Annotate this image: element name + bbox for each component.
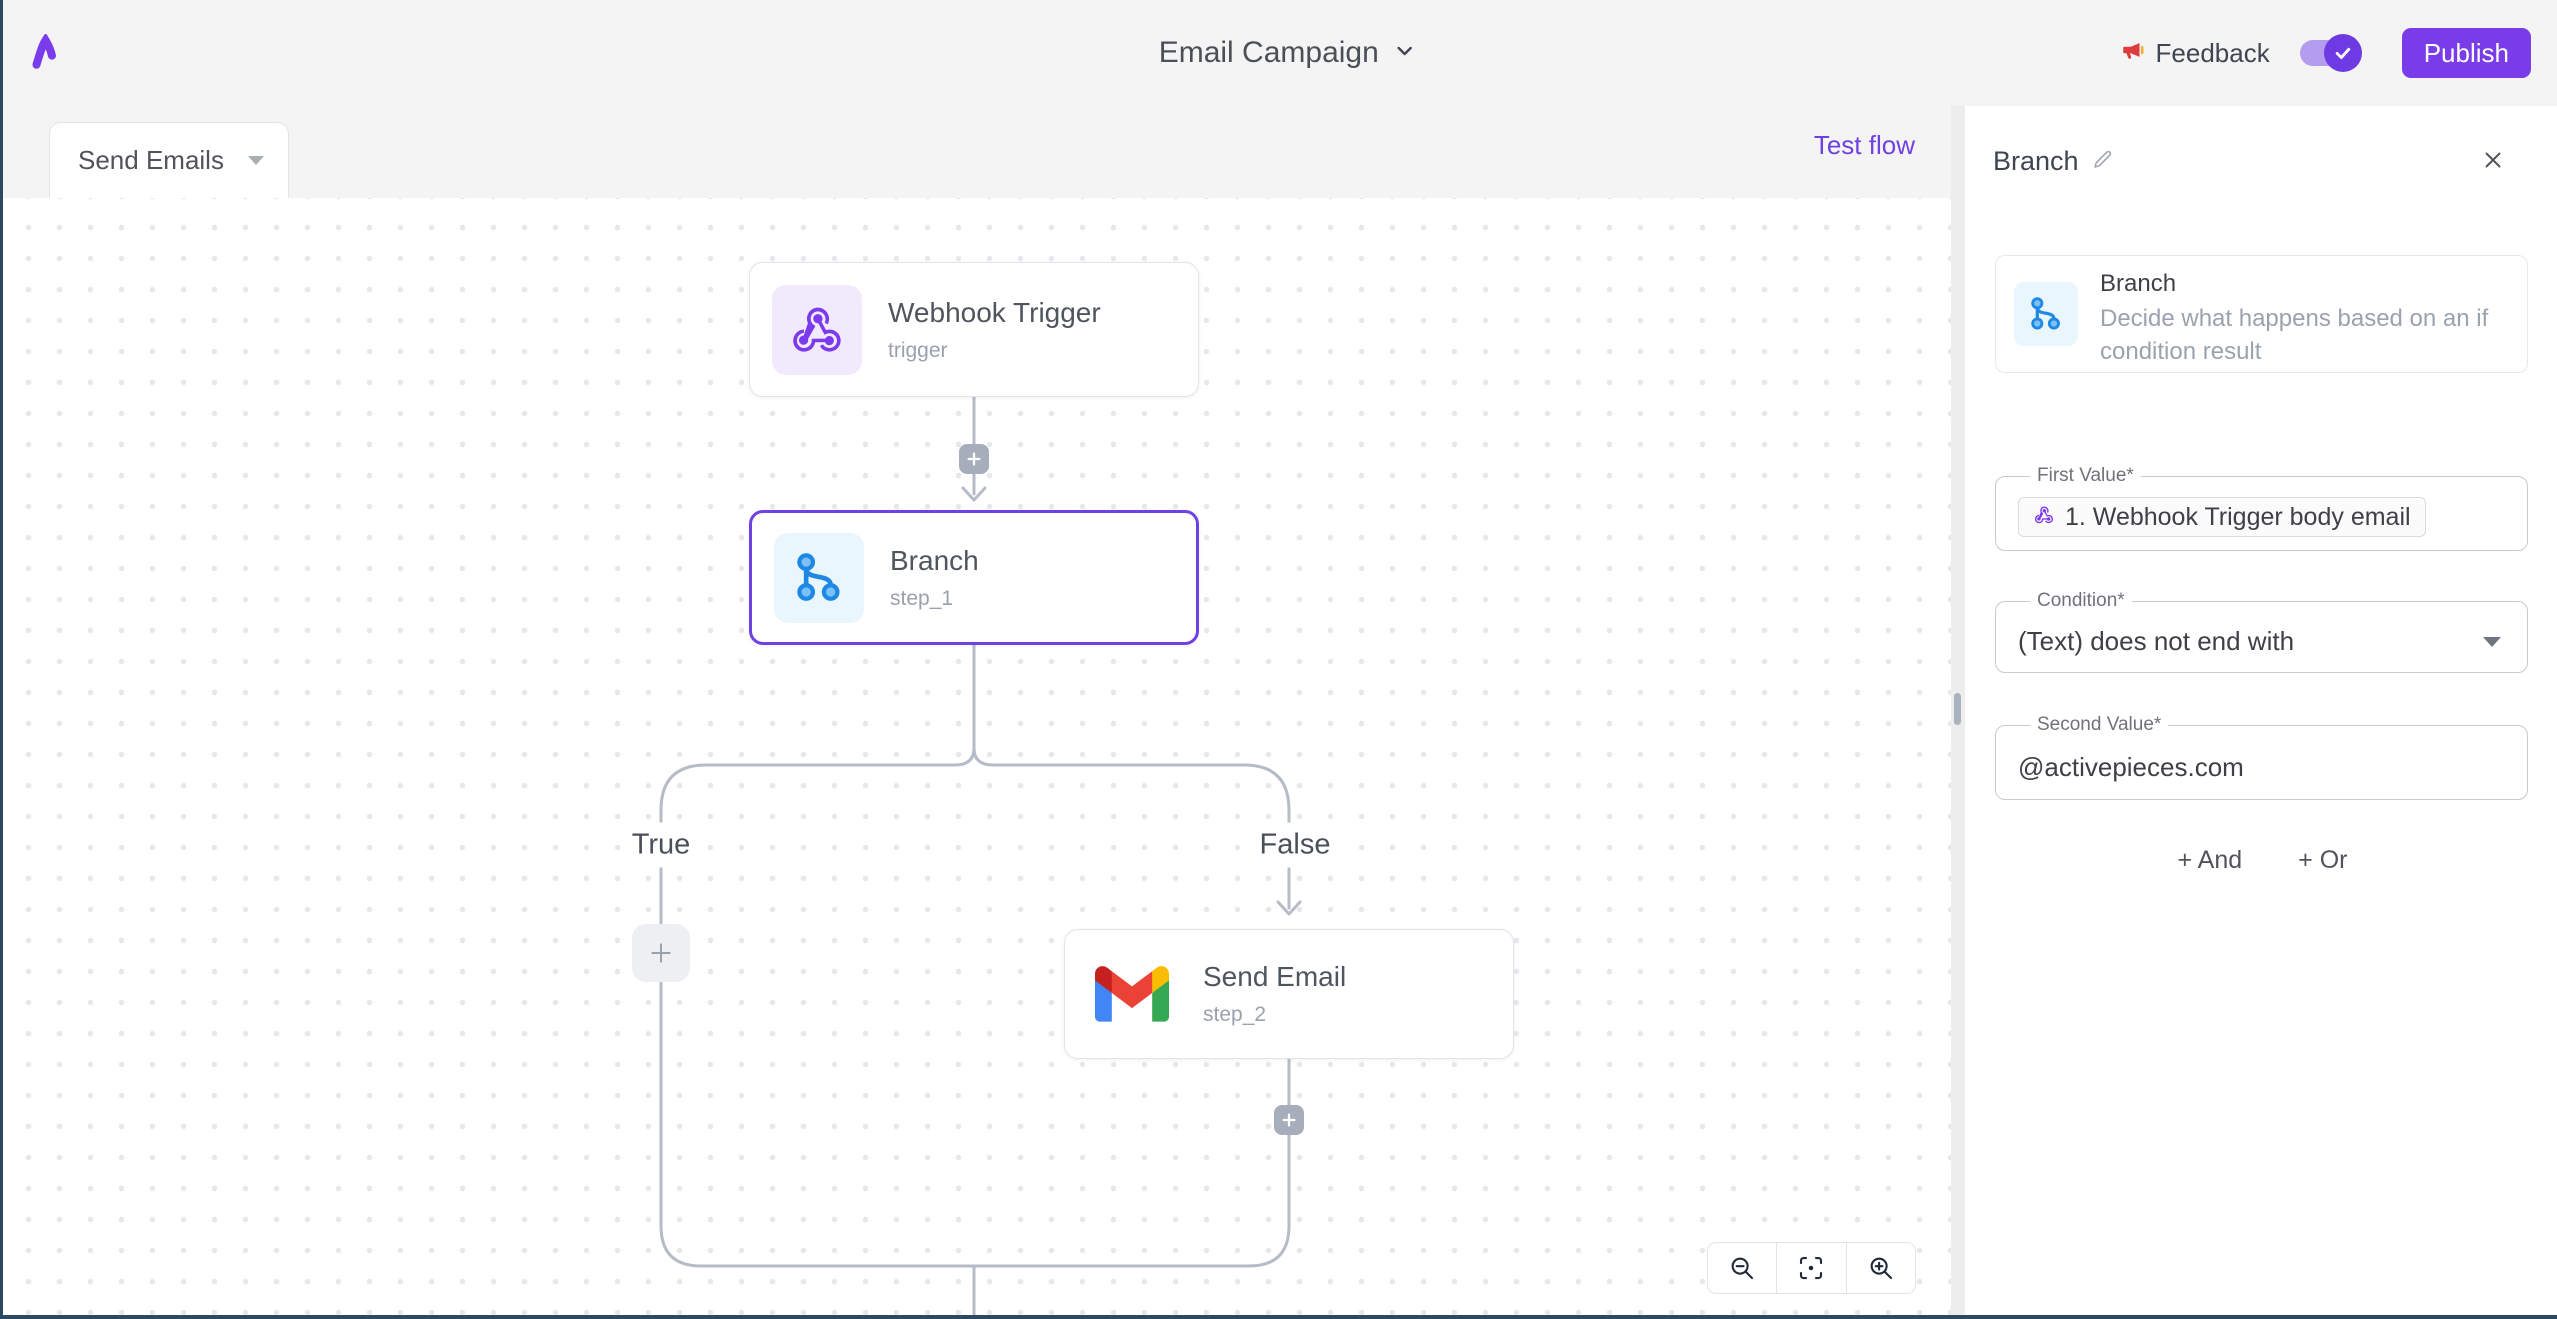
node-text: Branch step_1	[890, 545, 979, 611]
chevron-down-icon	[2483, 637, 2501, 647]
branch-icon	[2014, 282, 2078, 346]
fit-view-button[interactable]	[1776, 1243, 1845, 1293]
top-header: Email Campaign Feedback	[3, 0, 2557, 106]
add-and-button[interactable]: + And	[2178, 846, 2243, 875]
webhook-icon	[772, 285, 862, 375]
node-text: Send Email step_2	[1203, 961, 1346, 1027]
piece-info-card: Branch Decide what happens based on an i…	[1995, 255, 2528, 373]
node-text: Webhook Trigger trigger	[888, 297, 1101, 363]
panel-header: Branch	[1993, 146, 2115, 177]
megaphone-icon	[2120, 37, 2146, 70]
add-step-button[interactable]	[1274, 1105, 1304, 1135]
second-value-label: Second Value*	[2030, 714, 2168, 736]
flow-tab-bar: Send Emails Test flow	[3, 106, 1951, 198]
piece-name: Branch	[2100, 270, 2500, 298]
condition-group-actions: + And + Or	[1965, 846, 2557, 875]
branch-false-label: False	[1250, 823, 1341, 868]
edge-branch-false	[974, 748, 1289, 908]
second-value-field[interactable]: Second Value* @activepieces.com	[1995, 714, 2528, 800]
activepieces-logo-icon	[29, 34, 61, 77]
flow-canvas[interactable]: Webhook Trigger trigger	[3, 198, 1951, 1315]
condition-select[interactable]: Condition* (Text) does not end with	[1995, 590, 2528, 673]
edit-name-icon[interactable]	[2091, 147, 2115, 176]
node-send-email[interactable]: Send Email step_2	[1064, 929, 1514, 1059]
node-title: Webhook Trigger	[888, 297, 1101, 329]
second-value-text: @activepieces.com	[2018, 752, 2505, 783]
header-actions: Feedback Publish	[2120, 0, 2531, 106]
add-step-button[interactable]	[959, 444, 989, 474]
canvas-zoom-controls	[1707, 1242, 1916, 1294]
flow-title-menu[interactable]: Email Campaign	[1159, 0, 1417, 106]
tab-caret-icon[interactable]	[248, 156, 264, 165]
add-or-button[interactable]: + Or	[2298, 846, 2347, 875]
publish-button[interactable]: Publish	[2402, 28, 2531, 78]
panel-scrollbar[interactable]	[1951, 106, 1965, 1315]
piece-info-text: Branch Decide what happens based on an i…	[2100, 270, 2500, 358]
gmail-icon	[1087, 949, 1177, 1039]
first-value-token-text: 1. Webhook Trigger body email	[2065, 503, 2411, 532]
toggle-knob	[2324, 34, 2362, 72]
first-value-label: First Value*	[2030, 465, 2141, 487]
webhook-icon	[2033, 504, 2055, 531]
node-subtitle: trigger	[888, 339, 1101, 363]
first-value-token[interactable]: 1. Webhook Trigger body email	[2018, 497, 2426, 537]
chevron-down-icon	[1393, 39, 1417, 68]
condition-value: (Text) does not end with	[2018, 626, 2483, 657]
feedback-label: Feedback	[2156, 38, 2270, 69]
close-icon[interactable]	[2478, 146, 2508, 176]
step-settings-panel: Branch	[1965, 106, 2557, 1315]
condition-label: Condition*	[2030, 590, 2132, 612]
flow-enabled-toggle[interactable]	[2300, 40, 2358, 66]
node-branch[interactable]: Branch step_1	[749, 510, 1199, 645]
tab-label: Send Emails	[78, 145, 248, 176]
branch-icon	[774, 533, 864, 623]
feedback-link[interactable]: Feedback	[2120, 37, 2270, 70]
first-value-field[interactable]: First Value* 1. Webhook Trigger body ema…	[1995, 465, 2528, 551]
panel-title: Branch	[1993, 146, 2079, 177]
flow-title: Email Campaign	[1159, 36, 1379, 70]
node-webhook-trigger[interactable]: Webhook Trigger trigger	[749, 262, 1199, 397]
node-title: Branch	[890, 545, 979, 577]
branch-true-label: True	[622, 823, 701, 868]
node-subtitle: step_1	[890, 587, 979, 611]
piece-description: Decide what happens based on an if condi…	[2100, 302, 2500, 368]
tab-send-emails[interactable]: Send Emails	[49, 122, 289, 198]
scrollbar-thumb[interactable]	[1954, 693, 1961, 725]
add-step-true-branch-button[interactable]	[632, 924, 690, 982]
node-subtitle: step_2	[1203, 1003, 1346, 1027]
test-flow-button[interactable]: Test flow	[1814, 130, 1915, 161]
zoom-out-button[interactable]	[1708, 1243, 1776, 1293]
node-title: Send Email	[1203, 961, 1346, 993]
zoom-in-button[interactable]	[1846, 1243, 1915, 1293]
